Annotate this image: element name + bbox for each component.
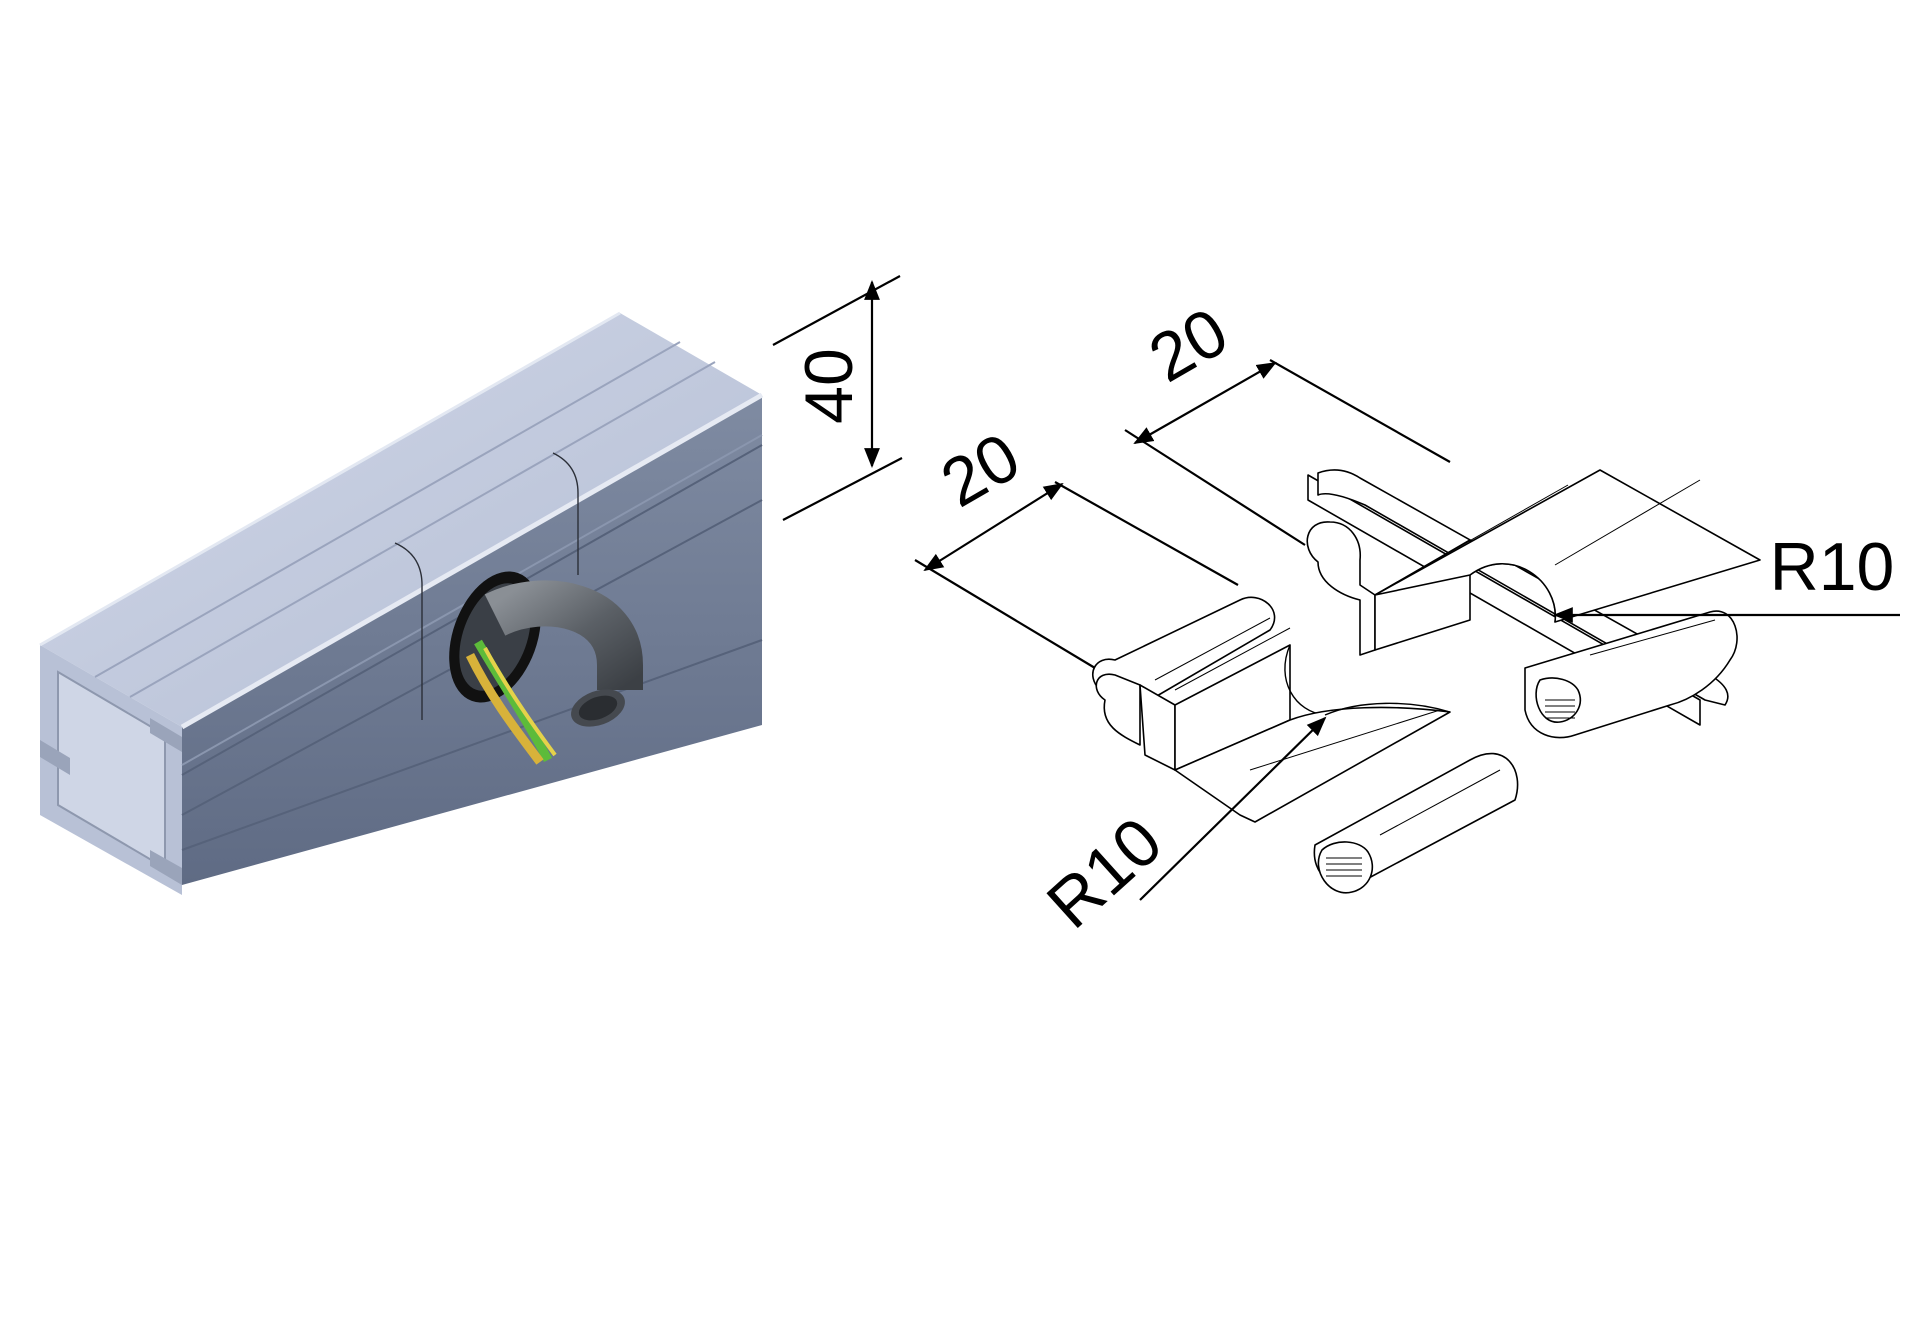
- back-clip-plate: [1306, 469, 1761, 739]
- radius-label-right: R10: [1770, 529, 1895, 605]
- profile-inner-cavity: [58, 672, 165, 868]
- dimension-label-20-back: 20: [1137, 293, 1241, 397]
- clip-plates-drawing: 20 20 R10 R10: [914, 293, 1900, 943]
- cable-wires: [465, 639, 557, 765]
- aluminium-profile: [39, 311, 764, 895]
- dimension-label-20-front: 20: [929, 418, 1033, 522]
- profile-top-face: [40, 313, 762, 727]
- radius-label-left: R10: [1033, 803, 1177, 943]
- front-clip-plate: [1091, 596, 1519, 894]
- cable-tube: [484, 580, 643, 727]
- dimension-label-40: 40: [791, 348, 867, 424]
- dimension-height: 40: [772, 275, 903, 521]
- radius-callout-right: R10: [1553, 529, 1900, 623]
